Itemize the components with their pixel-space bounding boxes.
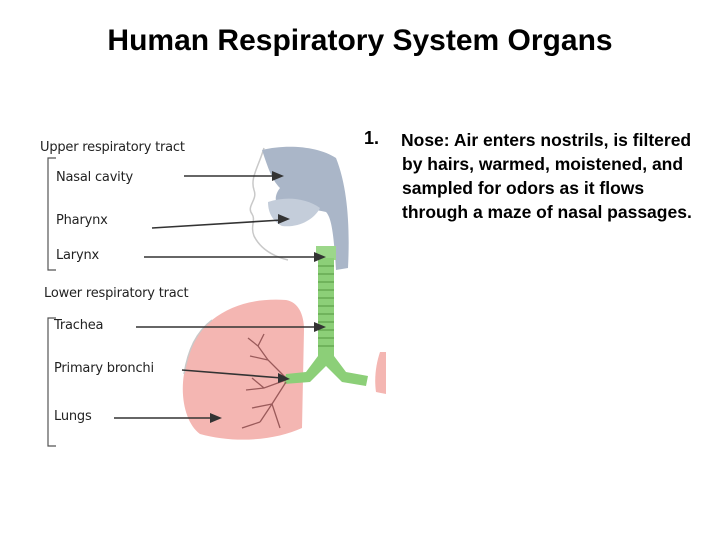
pointer-arrows [114,175,318,419]
arrow-heads [210,171,326,423]
label-lower-respiratory-tract: Lower respiratory tract [44,286,189,301]
label-trachea: Trachea [54,318,104,333]
label-primary-bronchi: Primary bronchi [54,361,154,376]
primary-bronchi-shape [284,356,368,386]
list-item-number: 1. [364,128,380,148]
respiratory-illustration [47,146,386,447]
label-larynx: Larynx [56,248,99,263]
bracket-lines [47,157,56,447]
label-pharynx: Pharynx [56,213,108,228]
opposite-lung-edge [375,352,386,394]
trachea-shape [318,258,334,358]
respiratory-diagram: Upper respiratory tract Nasal cavity Pha… [36,128,386,468]
page-title: Human Respiratory System Organs [107,24,613,57]
lung-shape [182,299,304,440]
label-upper-respiratory-tract: Upper respiratory tract [40,140,185,155]
label-nasal-cavity: Nasal cavity [56,170,133,185]
label-lungs: Lungs [54,409,92,424]
list-item-text: Nose: Air enters nostrils, is filtered b… [401,130,692,222]
bronchial-tree [241,333,287,429]
face-profile [249,147,289,261]
